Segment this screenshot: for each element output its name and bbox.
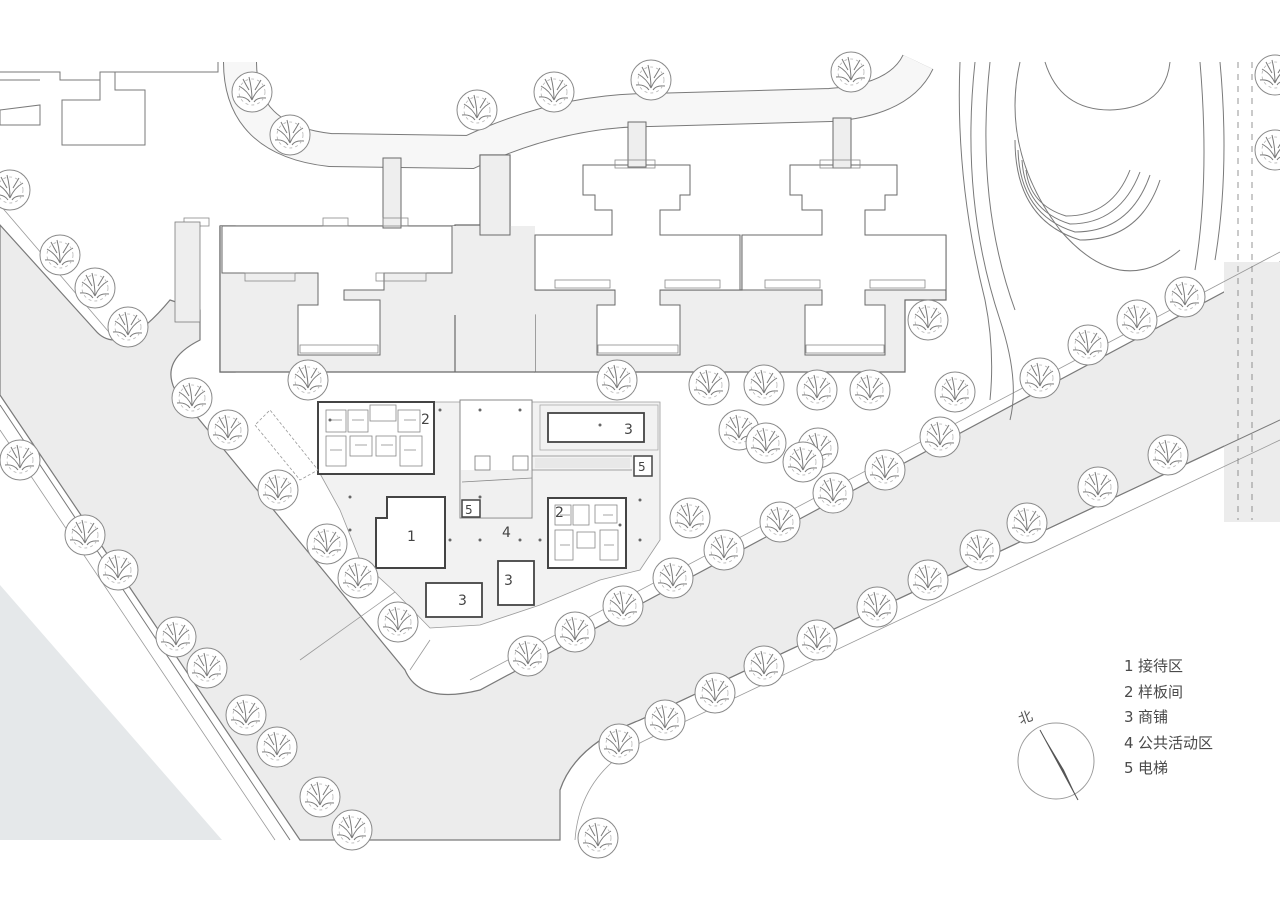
zone-label-elevator-a: 5	[638, 460, 646, 474]
model-room-a	[317, 401, 435, 475]
zone-label-reception: 1	[407, 529, 416, 545]
zone-label-shop-bottom: 3	[458, 593, 467, 609]
reception-area	[375, 496, 446, 569]
zone-label-shop-mid: 3	[504, 573, 513, 589]
compass-icon	[1017, 722, 1095, 801]
zone-label-public-area: 4	[502, 525, 511, 541]
water-area	[0, 585, 222, 840]
zone-label-model-room-b: 2	[555, 505, 564, 521]
zone-label-elevator-b: 5	[465, 503, 473, 517]
zone-label-shop-top: 3	[624, 422, 633, 438]
zone-label-model-room-a: 2	[421, 412, 430, 428]
north-label: 北	[1016, 708, 1035, 728]
residential-block	[219, 154, 947, 373]
model-room-b	[547, 497, 627, 569]
